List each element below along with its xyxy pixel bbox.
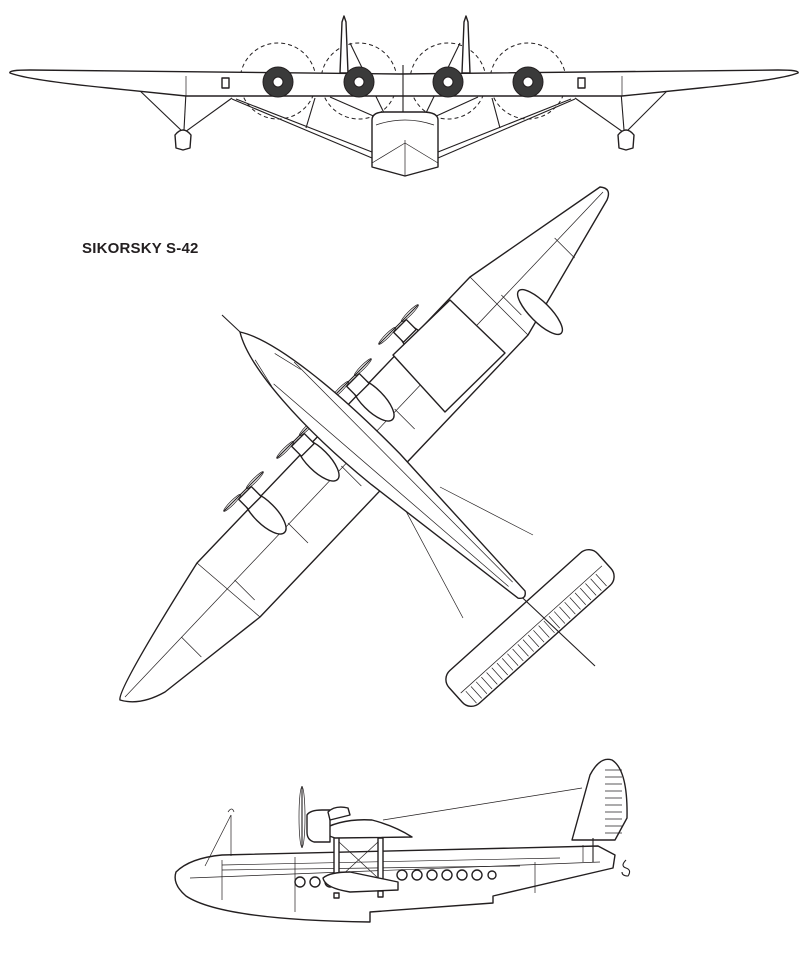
side-view: [174, 758, 631, 923]
wing-rib-line: [287, 522, 309, 544]
elevator-hatch-line: [501, 658, 514, 671]
tail-bracing-wire: [382, 787, 583, 821]
elevator-hatch-line: [481, 676, 493, 690]
wing-float-right: [617, 129, 635, 151]
elevator-hatch-line: [475, 681, 488, 694]
elevator-hatch-line: [496, 662, 508, 676]
porthole: [411, 869, 423, 881]
wing-rib-line: [394, 408, 415, 430]
wing-rib-line: [554, 237, 575, 259]
porthole: [309, 876, 321, 888]
wing-strut: [377, 837, 384, 884]
side-engine-nacelle: [306, 809, 331, 843]
porthole: [471, 869, 483, 881]
elevator-hatch-line: [486, 672, 498, 685]
side-wing-float: [322, 871, 399, 893]
drawing-title: SIKORSKY S-42: [82, 240, 199, 257]
elevator-hatch-line: [595, 573, 607, 587]
elevator-hatch-line: [491, 667, 503, 680]
elevator-hatch-line: [574, 592, 587, 605]
side-tail-fin: [571, 758, 628, 841]
front-engines: [262, 66, 544, 98]
elevator-hatch-line: [533, 630, 545, 643]
wing-hatch: [577, 77, 586, 89]
wing-center-section: [392, 299, 506, 413]
elevator-hatch-line: [522, 639, 534, 652]
elevator-hatch-line: [585, 583, 597, 596]
elevator-hatch-line: [590, 578, 602, 591]
elevator-hatch-line: [543, 620, 555, 634]
porthole: [487, 870, 497, 880]
front-wing: [9, 69, 799, 97]
wing-rib-line: [234, 579, 255, 601]
elevator-hatch-line: [465, 690, 477, 704]
elevator-hatch-line: [517, 644, 529, 657]
elevator-hatch-line: [507, 653, 519, 666]
front-view: [9, 15, 799, 177]
wing-hatch: [221, 77, 230, 89]
porthole: [294, 876, 306, 888]
tail-light: [621, 859, 631, 877]
elevator-hatch-line: [553, 611, 566, 624]
bracing-wires: [399, 486, 534, 619]
porthole: [426, 869, 438, 881]
horizontal-tail: [445, 548, 615, 708]
wing-float-left: [174, 129, 192, 151]
wing-float-top: [516, 288, 564, 336]
top-view: [119, 186, 615, 708]
porthole: [441, 869, 453, 881]
elevator-hatch-line: [527, 634, 540, 648]
elevator-hatch-line: [538, 625, 550, 638]
tail-fins-front: [339, 15, 471, 74]
front-struts: [136, 42, 671, 159]
elevator-hatch-line: [569, 597, 581, 610]
porthole: [396, 869, 408, 881]
elevator-hatch-line: [548, 616, 560, 629]
elevator-hatch-line: [559, 606, 571, 620]
elevator-hatch-line: [512, 648, 524, 662]
elevator-hatch-line: [470, 686, 482, 699]
elevator-hatch-line: [579, 587, 592, 601]
top-fuselage: [239, 331, 526, 600]
side-wing: [317, 819, 413, 839]
elevator-hatch-line: [564, 601, 576, 615]
wing-rib-line: [181, 636, 202, 658]
porthole: [456, 869, 468, 881]
wing-rib-line: [341, 465, 362, 487]
wing-rib-line: [501, 294, 522, 316]
